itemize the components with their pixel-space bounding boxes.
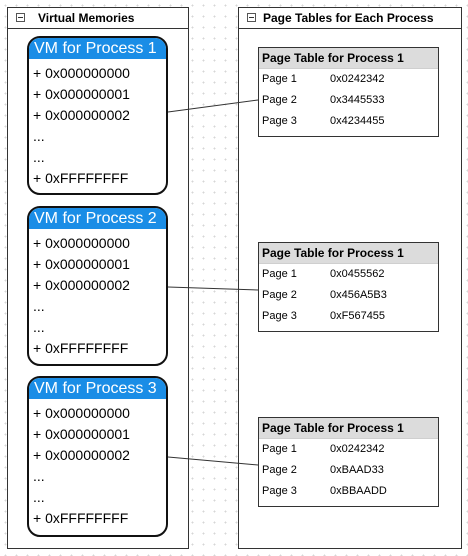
vm-process-1[interactable]: VM for Process 1 + 0x000000000 + 0x00000… — [27, 36, 168, 195]
collapse-icon[interactable] — [247, 13, 256, 22]
page-label: Page 2 — [262, 94, 297, 106]
page-table-1[interactable]: Page Table for Process 1 Page 1 0x024234… — [258, 47, 439, 137]
vm-process-3-title: VM for Process 3 — [29, 378, 166, 399]
page-table-3[interactable]: Page Table for Process 1 Page 1 0x024234… — [258, 417, 439, 507]
table-row: Page 3 0xF567455 — [259, 306, 438, 327]
page-table-title: Page Table for Process 1 — [259, 48, 438, 69]
vm-ellipsis-item: ... — [33, 489, 45, 505]
page-label: Page 3 — [262, 485, 297, 497]
page-table-title: Page Table for Process 1 — [259, 418, 438, 439]
page-label: Page 2 — [262, 289, 297, 301]
table-row: Page 2 0x3445533 — [259, 90, 438, 111]
page-address: 0x0242342 — [330, 443, 385, 455]
vm-address-item: + 0x000000001 — [33, 86, 130, 102]
page-label: Page 3 — [262, 115, 297, 127]
table-row: Page 1 0x0455562 — [259, 264, 438, 285]
page-label: Page 1 — [262, 268, 297, 280]
page-label: Page 3 — [262, 310, 297, 322]
page-address: 0xF567455 — [330, 310, 386, 322]
vm-address-item: + 0x000000002 — [33, 277, 130, 293]
page-tables-title: Page Tables for Each Process — [263, 11, 434, 25]
table-row: Page 3 0x4234455 — [259, 111, 438, 132]
page-tables-header: Page Tables for Each Process — [239, 8, 461, 29]
table-row: Page 1 0x0242342 — [259, 439, 438, 460]
page-label: Page 2 — [262, 464, 297, 476]
connector-line-1 — [167, 99, 259, 113]
page-table-title: Page Table for Process 1 — [259, 243, 438, 264]
page-address: 0x0242342 — [330, 73, 385, 85]
vm-address-item: + 0x000000001 — [33, 256, 130, 272]
page-address: 0x0455562 — [330, 268, 385, 280]
page-address: 0x4234455 — [330, 115, 385, 127]
vm-address-item: + 0xFFFFFFFF — [33, 340, 129, 356]
connector-line-2 — [167, 286, 259, 291]
vm-address-item: + 0x000000000 — [33, 65, 130, 81]
page-address: 0xBAAD33 — [330, 464, 384, 476]
page-table-2[interactable]: Page Table for Process 1 Page 1 0x045556… — [258, 242, 439, 332]
virtual-memories-header: Virtual Memories — [8, 8, 188, 29]
page-address: 0x456A5B3 — [330, 289, 387, 301]
vm-address-item: + 0x000000002 — [33, 107, 130, 123]
vm-ellipsis-item: ... — [33, 128, 45, 144]
vm-ellipsis-item: ... — [33, 149, 45, 165]
table-row: Page 1 0x0242342 — [259, 69, 438, 90]
vm-process-3[interactable]: VM for Process 3 + 0x000000000 + 0x00000… — [27, 376, 168, 537]
virtual-memories-title: Virtual Memories — [38, 11, 135, 25]
table-row: Page 2 0x456A5B3 — [259, 285, 438, 306]
vm-address-item: + 0x000000002 — [33, 447, 130, 463]
table-row: Page 2 0xBAAD33 — [259, 460, 438, 481]
vm-address-item: + 0x000000000 — [33, 405, 130, 421]
vm-ellipsis-item: ... — [33, 468, 45, 484]
page-label: Page 1 — [262, 73, 297, 85]
connector-line-3 — [167, 456, 259, 466]
page-address: 0xBBAADD — [330, 485, 387, 497]
page-address: 0x3445533 — [330, 94, 385, 106]
vm-process-2-title: VM for Process 2 — [29, 208, 166, 229]
vm-process-1-title: VM for Process 1 — [29, 38, 166, 59]
vm-address-item: + 0xFFFFFFFF — [33, 170, 129, 186]
vm-address-item: + 0x000000001 — [33, 426, 130, 442]
collapse-icon[interactable] — [16, 13, 25, 22]
vm-address-item: + 0xFFFFFFFF — [33, 510, 129, 526]
vm-address-item: + 0x000000000 — [33, 235, 130, 251]
page-label: Page 1 — [262, 443, 297, 455]
vm-process-2[interactable]: VM for Process 2 + 0x000000000 + 0x00000… — [27, 206, 168, 366]
vm-ellipsis-item: ... — [33, 319, 45, 335]
table-row: Page 3 0xBBAADD — [259, 481, 438, 502]
vm-ellipsis-item: ... — [33, 298, 45, 314]
